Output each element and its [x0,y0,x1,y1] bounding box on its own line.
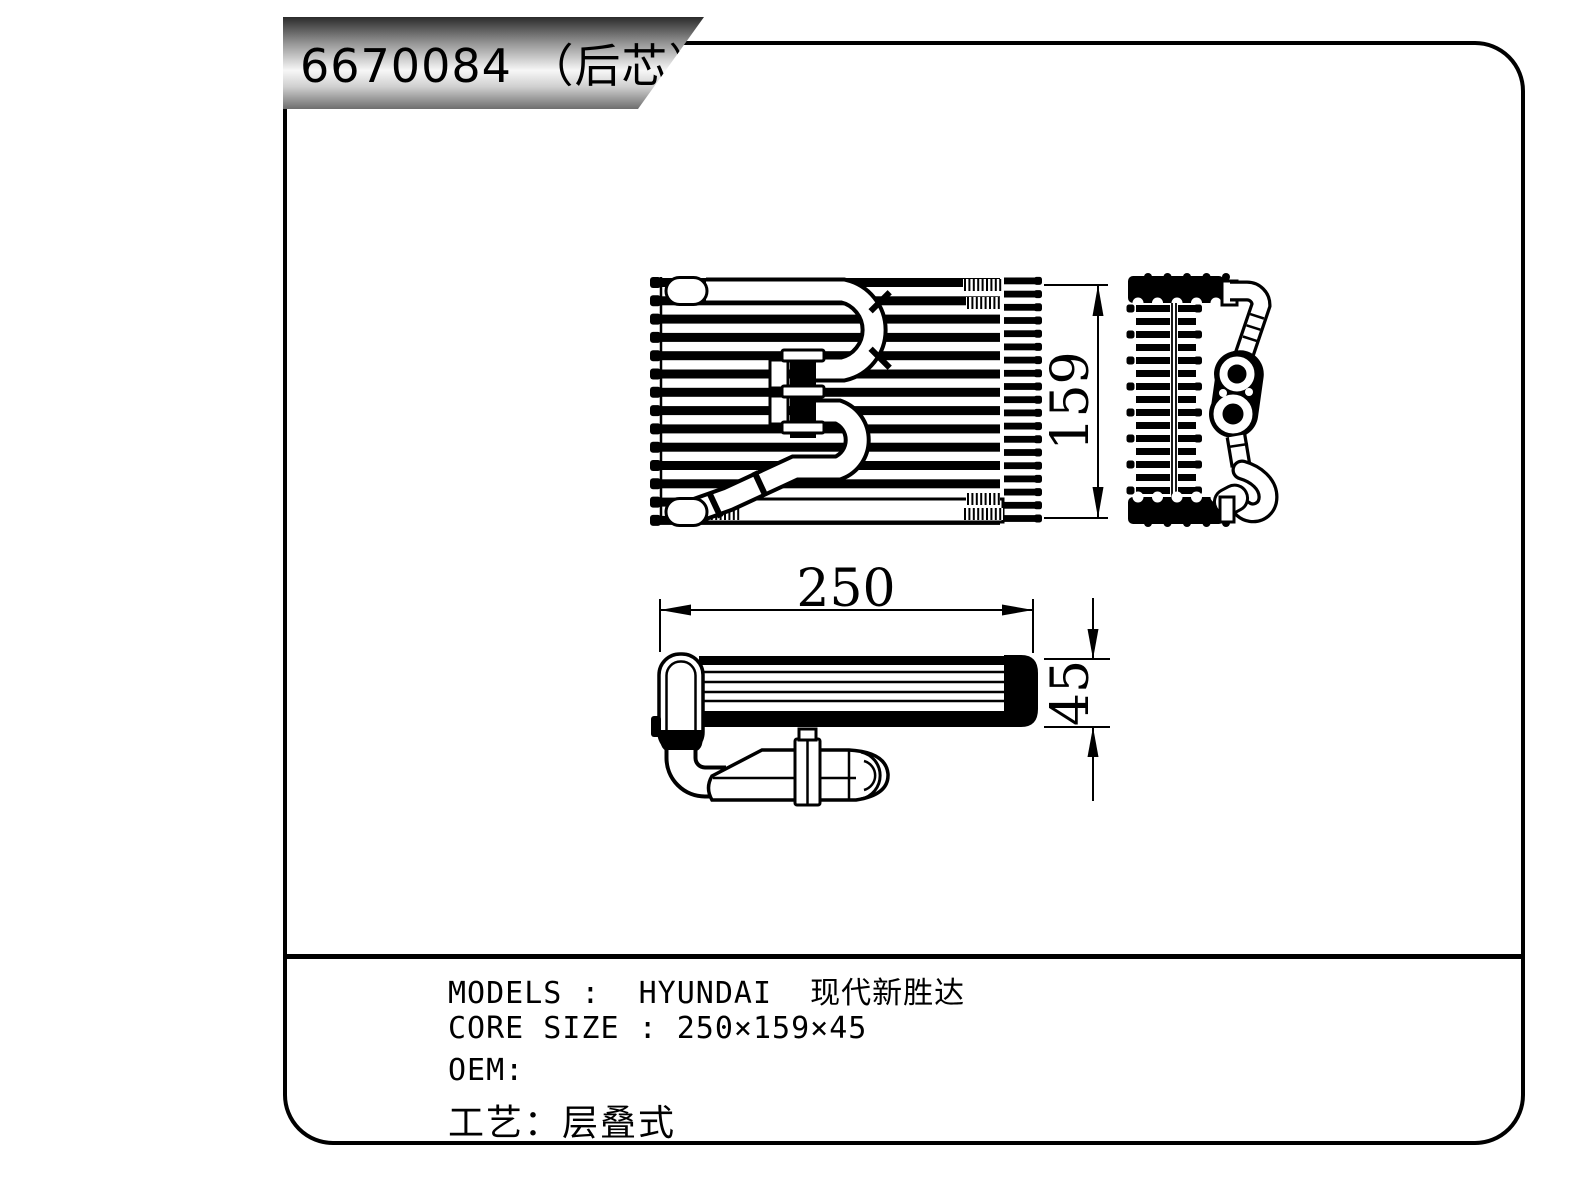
side-view [1126,273,1279,527]
front-view-right-header-rows [1004,277,1036,522]
dim-depth-45: 45 [1041,598,1110,801]
top-view [651,652,1038,807]
spec-divider-line [283,954,1525,959]
dim-width-250: 250 [659,559,1034,653]
front-view-left-fin-nubs [650,277,661,526]
dim-depth-label: 45 [1041,660,1101,726]
dim-height-159: 159 [1041,284,1108,519]
front-view-pipes [664,276,892,527]
side-view-pipe-assembly [1209,279,1279,524]
part-number-text: 6670084 （后芯） [300,39,716,93]
dim-width-label: 250 [796,559,895,619]
side-view-plate-stack [1126,304,1202,495]
top-view-pipe-assembly [664,727,890,807]
part-number-banner: 6670084 （后芯） [283,17,704,109]
sheet-border-frame [283,41,1525,1145]
front-view-right-fin-nubs [1034,276,1042,523]
front-view [650,276,1042,527]
top-view-end-cap-fins [1006,660,1034,722]
dim-height-label: 159 [1041,351,1101,450]
technical-drawing: 250 159 45 [650,273,1279,807]
